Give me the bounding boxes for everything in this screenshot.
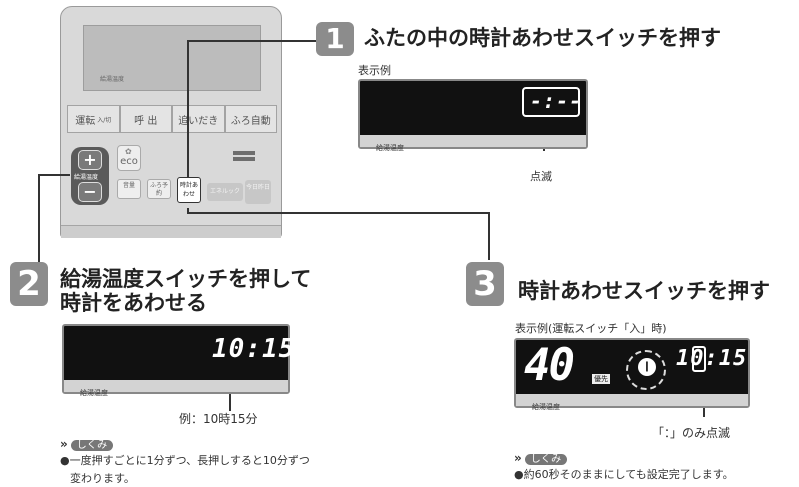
step1-lcd-display: -:-- 給湯温度 [358, 79, 588, 152]
step1-badge: 1 [316, 22, 354, 56]
step3-note-line1: ●約60秒そのままにしても設定完了します。 [514, 468, 734, 481]
connector-line [187, 208, 189, 212]
connector-line [488, 212, 490, 260]
step2-title-line2: 時計をあわせる [60, 291, 207, 315]
remote-control-panel: 給湯温度 運転入/切 呼 出 追いだき ふろ自動 + 給湯温度 − ✿ eco … [60, 6, 282, 238]
step3-blink-caption: 「：」のみ点滅 [652, 426, 731, 440]
step3-example-label: 表示例(運転スイッチ「入」時) [515, 322, 667, 335]
colon-highlight-box [692, 346, 706, 372]
step3-note-tag: しくみ [524, 454, 568, 465]
step2-badge: 2 [10, 262, 48, 306]
step3-title: 時計あわせスイッチを押す [518, 279, 770, 303]
step3-lcd-time: 10:15 [676, 346, 748, 371]
eco-label: eco [120, 156, 138, 167]
connector-line [187, 40, 189, 178]
step3-lcd-display: 40 優先 ❙ 10:15 給湯温度 [514, 338, 750, 411]
panel-bottom-edge [61, 225, 281, 238]
step1-title: ふたの中の時計あわせスイッチを押す [364, 26, 721, 50]
step2-lcd-foot: 給湯温度 [64, 380, 288, 397]
connector-line [187, 40, 317, 42]
step2-example-caption: 例：10時15分 [179, 412, 258, 426]
heating-icon: ❙ [638, 358, 656, 376]
step1-lcd-foot-label: 給湯温度 [376, 144, 404, 152]
temp-switch-label: 給湯温度 [74, 174, 99, 181]
chevron-right-icon: » [514, 451, 522, 465]
clock-set-button[interactable]: 時計あわせ [177, 177, 201, 203]
auto-bath-button-label: ふろ自動 [230, 115, 271, 127]
step2-note-tag: しくみ [70, 440, 114, 451]
panel-screen-label: 給湯温度 [100, 76, 125, 83]
run-button-label: 運転 [75, 115, 96, 127]
priority-badge: 優先 [592, 374, 610, 384]
panel-button-row: 運転入/切 呼 出 追いだき ふろ自動 [67, 105, 277, 133]
run-button-sub: 入/切 [97, 116, 112, 124]
panel-screen: 給湯温度 [83, 25, 261, 91]
chevron-right-icon: » [60, 437, 68, 451]
step3-badge: 3 [466, 262, 504, 306]
temp-minus-button[interactable]: − [78, 182, 102, 202]
today-yesterday-button[interactable]: 今日昨日 [245, 180, 271, 204]
reheat-button-label: 追いだき [178, 115, 219, 127]
bath-reserve-button[interactable]: ふろ予約 [147, 179, 171, 199]
step2-note-line2: 変わります。 [70, 472, 135, 483]
step3-lcd-foot-label: 給湯温度 [532, 403, 560, 411]
step2-title-line1: 給湯温度スイッチを押して [60, 267, 312, 291]
reheat-button[interactable]: 追いだき [172, 105, 225, 133]
step1-lcd-digits: -:-- [530, 89, 583, 113]
step2-lcd-foot-label: 給湯温度 [80, 389, 108, 397]
step1-blink-label: 点滅 [530, 170, 552, 183]
step3-lcd-temp: 40 [524, 340, 575, 391]
connector-line [38, 174, 40, 264]
temperature-switch: + 給湯温度 − [71, 147, 109, 205]
blink-highlight-box [522, 87, 580, 117]
step2-lcd-display: 10:15 給湯温度 [62, 324, 294, 397]
call-button-label: 呼 出 [134, 115, 158, 127]
step2-note-line1: ●一度押すごとに1分ずつ、長押しすると10分ずつ [60, 454, 310, 467]
connector-line [38, 174, 70, 176]
step3-note-head: »しくみ [514, 450, 568, 465]
step3-lcd-foot: 給湯温度 [516, 394, 748, 411]
menu-lines-icon [233, 151, 255, 163]
auto-bath-button[interactable]: ふろ自動 [224, 105, 277, 133]
step1-example-label: 表示例 [358, 64, 391, 77]
connector-line [187, 212, 489, 214]
flame-gauge-icon [626, 350, 666, 390]
step2-note-head: »しくみ [60, 436, 114, 451]
leaf-icon: ✿ [125, 147, 132, 156]
temp-plus-button[interactable]: + [78, 150, 102, 170]
eco-button[interactable]: ✿ eco [117, 145, 141, 171]
volume-button[interactable]: 音量 [117, 179, 141, 199]
run-button[interactable]: 運転入/切 [67, 105, 120, 133]
step2-lcd-digits: 10:15 [212, 334, 296, 364]
call-button[interactable]: 呼 出 [119, 105, 172, 133]
step1-lcd-foot: 給湯温度 [360, 135, 586, 152]
ener-look-button[interactable]: エネルック [207, 183, 243, 201]
